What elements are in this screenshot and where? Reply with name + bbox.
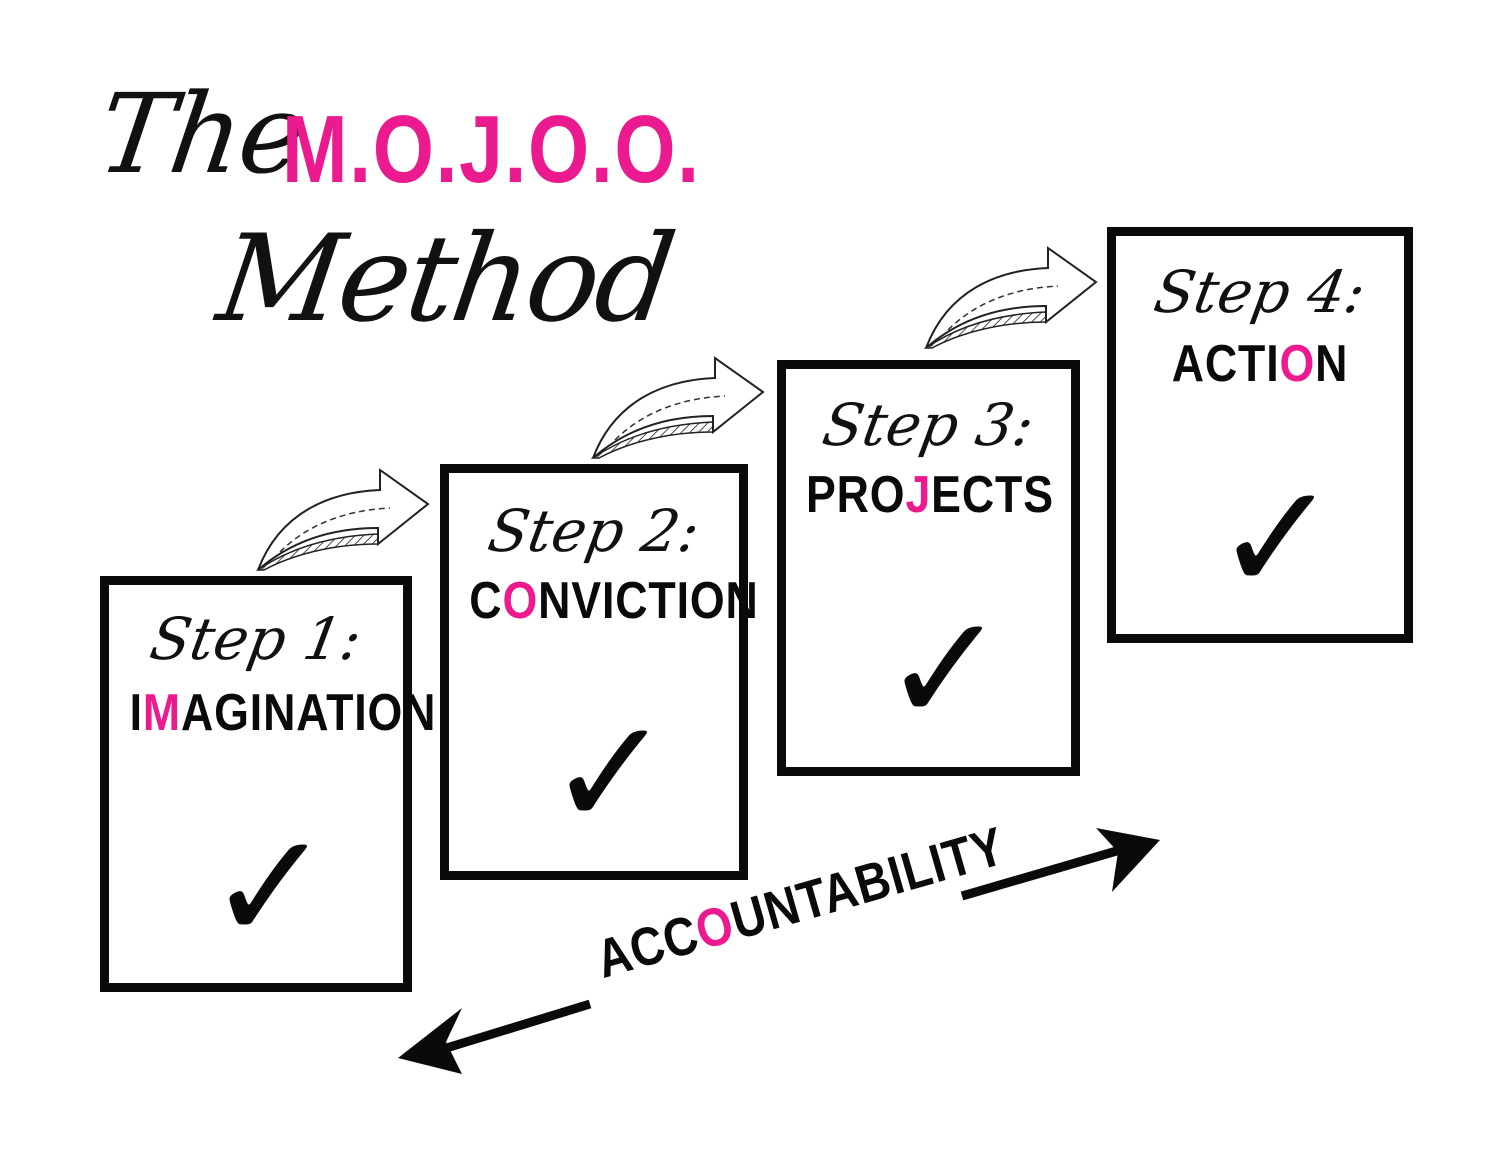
step-2-name-post: NVICTION (538, 572, 759, 630)
step-3-name: PROJECTS (805, 465, 1054, 525)
step-4-name-post: N (1315, 335, 1349, 393)
step-2-box: Step 2: CONVICTION ✓ (440, 464, 758, 880)
step-4-name-pre: ACTI (1171, 335, 1280, 393)
checkmark-icon: ✓ (547, 687, 673, 861)
checkmark-icon: ✓ (882, 583, 1008, 757)
curved-arrow-icon (923, 246, 1098, 349)
step-1-name-highlight: M (142, 684, 181, 742)
step-4-name-highlight: O (1279, 335, 1316, 393)
step-1-name-post: AGINATION (180, 684, 437, 742)
checkmark-icon: ✓ (1214, 452, 1340, 626)
step-4-box: Step 4: ACTION ✓ (1107, 227, 1413, 643)
checkmark-icon: ✓ (207, 801, 333, 975)
step-3-name-highlight: J (905, 466, 932, 524)
curved-arrow-icon (255, 468, 430, 571)
step-3-name-post: ECTS (931, 466, 1054, 524)
step-3-name-pre: PRO (805, 466, 906, 524)
step-1-name-pre: I (129, 684, 143, 742)
step-2-name: CONVICTION (469, 571, 758, 631)
step-2-name-pre: C (469, 572, 503, 630)
step-1-box: Step 1: IMAGINATION ✓ (100, 576, 436, 992)
step-4-name: ACTION (1136, 334, 1384, 394)
step-3-box: Step 3: PROJECTS ✓ (777, 360, 1080, 776)
step-1-name: IMAGINATION (129, 683, 436, 743)
step-2-name-highlight: O (502, 572, 539, 630)
curved-arrow-icon (590, 356, 765, 459)
title-acronym: M.O.J.O.O. (282, 96, 701, 203)
